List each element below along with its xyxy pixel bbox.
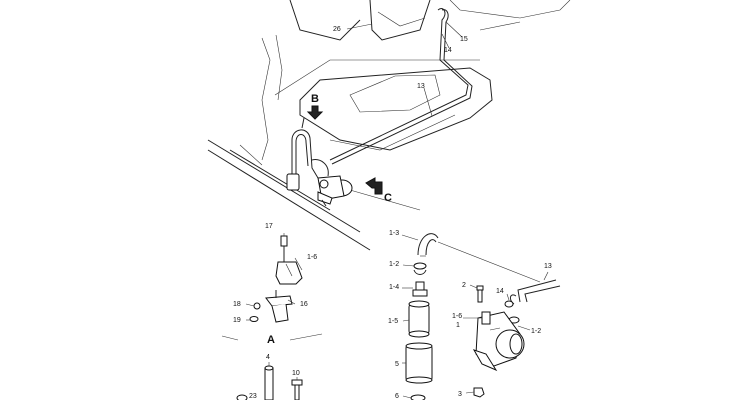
fuel-pump-assembly-top bbox=[317, 175, 353, 207]
detail-label-a: A bbox=[267, 334, 275, 346]
callout-2: 2 bbox=[462, 282, 466, 289]
detail-a-bracket bbox=[221, 235, 323, 341]
bolt-2 bbox=[476, 285, 484, 303]
callout-1-6-left: 1-6 bbox=[307, 254, 317, 261]
view-label-c: C bbox=[384, 192, 392, 204]
callout-1: 1 bbox=[456, 322, 460, 329]
fuel-pump-1 bbox=[472, 311, 525, 372]
callout-1-6-right: 1-6 bbox=[452, 313, 462, 320]
callout-5: 5 bbox=[395, 361, 399, 368]
leader-lines bbox=[245, 21, 549, 399]
callout-13-right: 13 bbox=[544, 263, 552, 270]
view-arrow-b: B bbox=[306, 93, 324, 120]
callout-1-2-right: 1-2 bbox=[531, 328, 541, 335]
callout-16: 16 bbox=[300, 301, 308, 308]
callout-17: 17 bbox=[265, 223, 273, 230]
view-arrow-c: C bbox=[365, 177, 392, 204]
callout-14-right: 14 bbox=[496, 288, 504, 295]
callout-1-4: 1-4 bbox=[389, 284, 399, 291]
callout-labels: 26 15 14 13 17 1-6 16 18 19 A 4 23 10 1-… bbox=[233, 26, 552, 400]
callout-14-top: 14 bbox=[444, 47, 452, 54]
nut-3 bbox=[473, 387, 485, 398]
callout-3: 3 bbox=[458, 391, 462, 398]
hose-loop bbox=[286, 117, 329, 191]
callout-4: 4 bbox=[266, 354, 270, 361]
callout-1-3: 1-3 bbox=[389, 230, 399, 237]
clamp-1-2 bbox=[413, 262, 427, 275]
callout-13-top: 13 bbox=[417, 83, 425, 90]
callout-1-5: 1-5 bbox=[388, 318, 398, 325]
callout-10: 10 bbox=[292, 370, 300, 377]
fuel-hose-1-3 bbox=[417, 233, 541, 283]
fitting-1-4 bbox=[412, 281, 428, 297]
callout-6: 6 bbox=[395, 393, 399, 400]
machine-frame bbox=[207, 0, 571, 251]
callout-19: 19 bbox=[233, 317, 241, 324]
callout-1-2-left: 1-2 bbox=[389, 261, 399, 268]
element-5 bbox=[405, 342, 433, 384]
fuel-pipe-top bbox=[329, 8, 473, 165]
callout-18: 18 bbox=[233, 301, 241, 308]
filter-1-5 bbox=[408, 300, 430, 338]
callout-26: 26 bbox=[333, 26, 341, 33]
view-label-b: B bbox=[311, 93, 319, 105]
callout-15: 15 bbox=[460, 36, 468, 43]
fuel-pipe-right bbox=[509, 279, 561, 305]
callout-23: 23 bbox=[249, 393, 257, 400]
washer-6 bbox=[410, 394, 426, 400]
